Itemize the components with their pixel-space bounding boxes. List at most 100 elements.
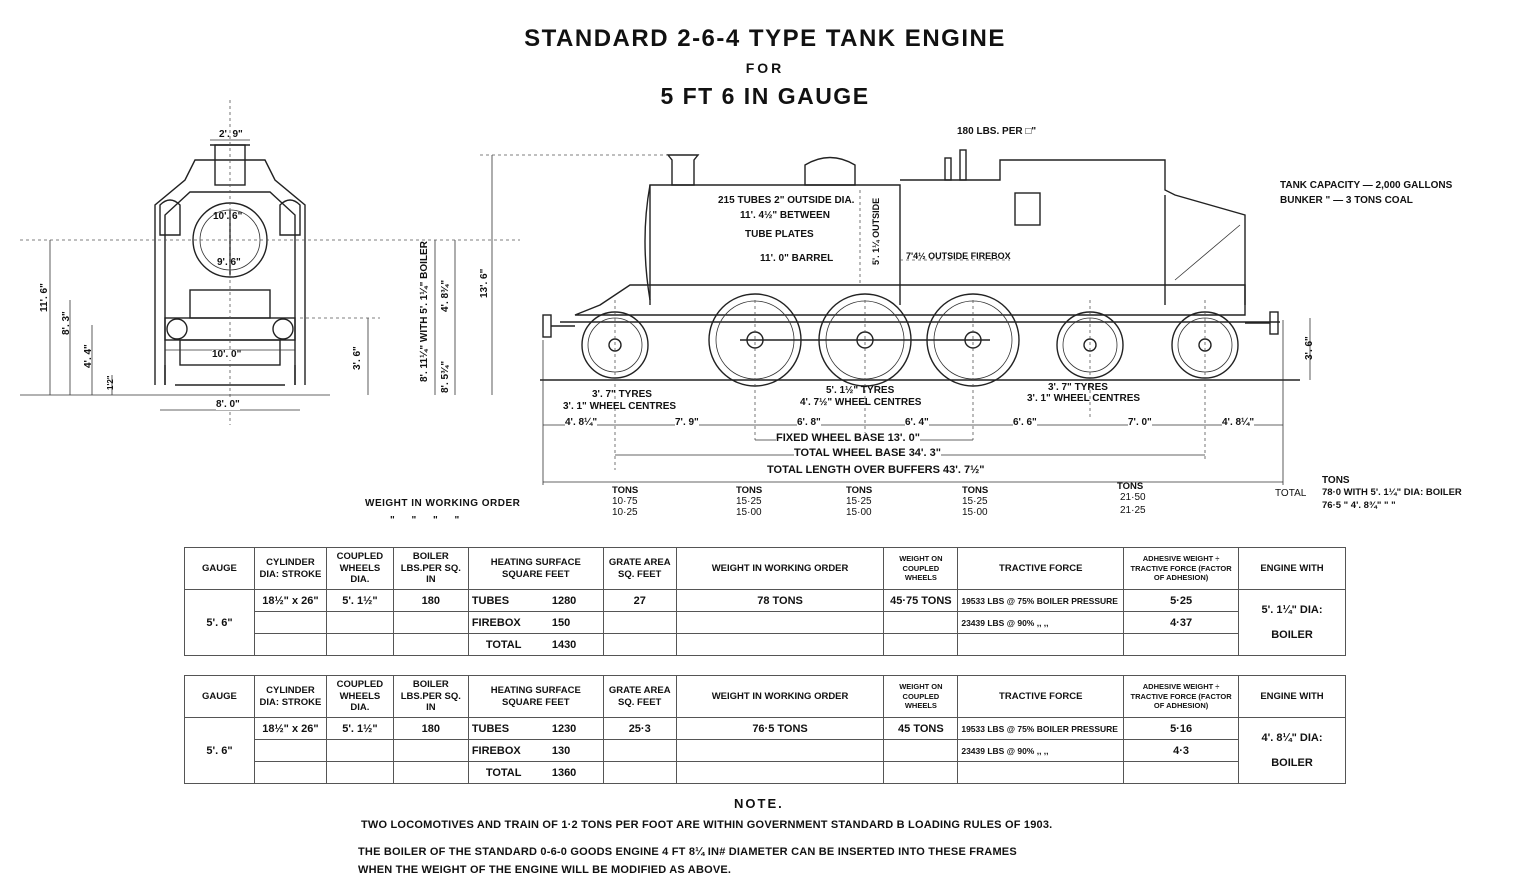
header-gauge: GAUGE [184,675,255,718]
spacing-5: 6'. 6" [1013,417,1037,428]
spec-table-2: GAUGE CYLINDER DIA: STROKE COUPLED WHEEL… [184,675,1346,784]
locomotive-drawing [20,100,1311,485]
header-cylinder: CYLINDER DIA: STROKE [253,675,327,718]
weight-label: WEIGHT IN WORKING ORDER [365,498,521,509]
cell-cylinder: 18½" x 26" [253,717,327,740]
end-height-1-2: 1'2" [106,375,115,390]
end-width-mid: 10'. 0" [212,349,242,360]
engine-boiler: BOILER [1271,628,1313,641]
total-weight-label: TOTAL [1275,488,1307,499]
bunker-capacity: BUNKER " — 3 TONS COAL [1280,195,1413,206]
axle-3-weight-b: 15·00 [846,507,872,518]
header-heating-surface: HEATING SURFACE SQUARE FEET [467,675,604,718]
boiler-centre-label-c: 4'. 8¾" [440,279,451,312]
cell-weight-coupled: 45·75 TONS [883,589,959,612]
boiler-centre-label-a: 8'. 11¼" WITH 5'. 1¼" BOILER [419,241,430,382]
header-weight-coupled: WEIGHT ON COUPLED WHEELS [883,675,959,718]
buffer-height-label: 3'. 6" [1304,336,1315,360]
axle-5-weight-b: 21·25 [1120,505,1146,516]
cell-weight-coupled: 45 TONS [883,717,959,740]
axle-1-weight-b: 10·25 [612,507,638,518]
cell-adhesion-2: 4·3 [1123,739,1240,762]
axle-3-weight-a: 15·25 [846,496,872,507]
total-weight-1: 78·0 WITH 5'. 1¼" DIA: BOILER [1322,487,1462,498]
cell-tractive-2: 23439 LBS @ 90% ,, ,, [957,611,1125,634]
cell-cylinder: 18½" x 26" [253,589,327,612]
end-height-8-3: 8'. 3" [61,311,72,335]
axle-2-weight-b: 15·00 [736,507,762,518]
cell-gauge: 5'. 6" [184,589,255,656]
cell-grate: 25·3 [602,717,677,740]
tubes-between-label: 11'. 4½" BETWEEN [740,210,830,221]
header-boiler: BOILER LBS.PER SQ. IN [392,547,469,590]
axle-5-unit: TONS [1117,481,1144,492]
header-engine-with: ENGINE WITH [1238,547,1346,590]
firebox-label: FIREBOX [471,616,521,629]
spacing-7: 4'. 8¼" [1222,417,1255,428]
header-tractive-force: TRACTIVE FORCE [957,675,1125,718]
fixed-wheel-base: FIXED WHEEL BASE 13'. 0" [776,432,920,444]
title-gauge: 5 FT 6 IN GAUGE [660,83,870,109]
title-for: FOR [745,60,785,76]
total-label: TOTAL [485,766,522,779]
boiler-outside-label: 5'. 1¼ OUTSIDE [871,197,881,265]
end-height-3-6: 3'. 6" [352,346,363,370]
drawing-title: STANDARD 2-6-4 TYPE TANK ENGINE [524,25,1006,52]
total-wheel-base: TOTAL WHEEL BASE 34'. 3" [794,447,941,459]
cell-tractive-2: 23439 LBS @ 90% ,, ,, [957,739,1125,762]
header-engine-with: ENGINE WITH [1238,675,1346,718]
axle-1-unit: TONS [612,485,639,496]
engine-dia: 4'. 8¼" DIA: [1261,732,1323,745]
cell-boiler: 180 [392,717,469,740]
header-grate-area: GRATE AREA SQ. FEET [602,547,677,590]
cell-adhesion-1: 5·25 [1123,589,1240,612]
rear-wheel-centres-label: 3'. 1" WHEEL CENTRES [1027,393,1141,404]
axle-5-weight-a: 21·50 [1120,492,1146,503]
header-grate-area: GRATE AREA SQ. FEET [602,675,677,718]
end-dia-1: 10'. 6" [213,211,243,222]
cell-adhesion-1: 5·16 [1123,717,1240,740]
barrel-label: 11'. 0" BARREL [760,253,834,264]
axle-2-unit: TONS [736,485,763,496]
spacing-2: 7'. 9" [675,417,699,428]
header-coupled-wheels: COUPLED WHEELS DIA. [325,675,394,718]
tubes-label: 215 TUBES 2" OUTSIDE DIA. [718,195,855,206]
cell-engine: 5'. 1¼" DIA: BOILER [1238,589,1346,656]
axle-3-unit: TONS [846,485,873,496]
end-width-top: 2'. 9" [219,129,243,140]
total-weight-unit: TONS [1322,475,1350,486]
cell-tractive-1: 19533 LBS @ 75% BOILER PRESSURE [957,717,1125,740]
note-line-1: TWO LOCOMOTIVES AND TRAIN OF 1·2 TONS PE… [361,819,1053,831]
cell-grate: 27 [602,589,677,612]
rear-tyres-label: 3'. 7" TYRES [1048,382,1108,393]
coupled-tyres-label: 5'. 1½" TYRES [826,385,895,396]
header-weight-coupled: WEIGHT ON COUPLED WHEELS [883,547,959,590]
cell-coupled: 5'. 1½" [325,589,394,612]
cell-boiler: 180 [392,589,469,612]
engine-boiler: BOILER [1271,756,1313,769]
header-weight: WEIGHT IN WORKING ORDER [675,675,885,718]
cell-coupled: 5'. 1½" [325,717,394,740]
total-length: TOTAL LENGTH OVER BUFFERS 43'. 7½" [767,464,985,476]
end-height-11-6: 11'. 6" [39,283,50,312]
cell-tractive-1: 19533 LBS @ 75% BOILER PRESSURE [957,589,1125,612]
tube-plates-label: TUBE PLATES [745,229,814,240]
tubes-label: TUBES [471,722,510,735]
axle-2-weight-a: 15·25 [736,496,762,507]
tank-capacity: TANK CAPACITY — 2,000 GALLONS [1280,180,1453,191]
end-elevation [20,100,520,425]
weight-ditto: " " " " [390,515,460,526]
header-gauge: GAUGE [184,547,255,590]
coupled-wheel-centres-label: 4'. 7½" WHEEL CENTRES [800,397,922,408]
cell-weight: 76·5 TONS [675,717,885,740]
height-label: 13'. 6" [479,268,490,298]
spacing-1: 4'. 8¼" [565,417,598,428]
total-value: 1360 [551,766,577,779]
cell-engine: 4'. 8¼" DIA: BOILER [1238,717,1346,784]
engine-dia: 5'. 1¼" DIA: [1261,604,1323,617]
